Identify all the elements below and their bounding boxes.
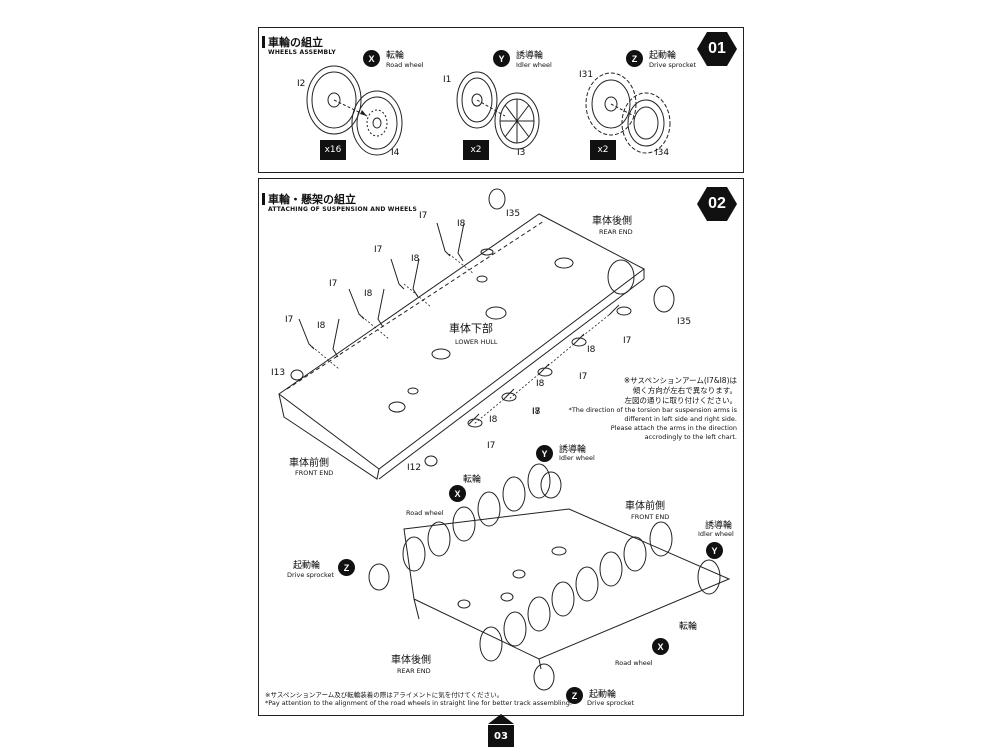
part-i1: I1 xyxy=(443,75,452,85)
road-top-label-en: Road wheel xyxy=(406,509,444,517)
part-i8-c: I8 xyxy=(364,289,373,299)
part-i31: I31 xyxy=(579,70,594,80)
suspension-assembly-drawing xyxy=(278,188,731,691)
part-i7-b: I7 xyxy=(374,245,383,255)
part-i8-b: I8 xyxy=(411,254,420,264)
part-i8-a: I8 xyxy=(457,219,466,229)
idler-wheel-label-jp: 誘導輪 xyxy=(516,51,544,61)
part-i7-e: I7 xyxy=(623,336,632,346)
part-i3: I3 xyxy=(517,148,526,158)
note-jp-3: 左図の通りに取り付けください。 xyxy=(624,396,738,405)
part-i13: I13 xyxy=(271,368,286,378)
badge-idler-wheel: Y xyxy=(493,50,510,67)
part-i12: I12 xyxy=(407,463,422,473)
part-i7-c: I7 xyxy=(329,279,338,289)
note-en-2: different in left side and right side. xyxy=(624,415,737,423)
road-bottom-label-en: Road wheel xyxy=(615,659,653,667)
note-jp-1: ※サスペンションアーム(I7&I8)は xyxy=(623,376,737,385)
badge-road-top: X xyxy=(449,485,466,502)
idler-right-label-en: Idler wheel xyxy=(698,530,734,538)
sprocket-left-label-en: Drive sprocket xyxy=(287,571,335,579)
part-i8-d: I8 xyxy=(317,321,326,331)
road-wheel-label-jp: 転輪 xyxy=(386,51,405,61)
note-en-4: accrodingly to the left chart. xyxy=(644,433,737,441)
idler-wheel-label-en: Idler wheel xyxy=(516,61,552,69)
badge-road-wheel: X xyxy=(363,50,380,67)
road-wheel-label-en: Road wheel xyxy=(386,61,424,69)
part-i35-right: I35 xyxy=(677,317,692,327)
road-top-label-jp: 転輪 xyxy=(463,475,482,485)
sprocket-left-label-jp: 起動輪 xyxy=(293,561,321,571)
step-01-number: 01 xyxy=(697,32,737,66)
part-i7-h: I7 xyxy=(487,441,496,451)
qty-idler-wheel: x2 xyxy=(463,140,489,160)
lower-front-label-en: FRONT END xyxy=(631,513,670,521)
wheels-assembly-drawing xyxy=(306,65,671,156)
lower-hull-label-jp: 車体下部 xyxy=(449,322,493,335)
part-i2: I2 xyxy=(297,79,306,89)
badge-idler-right: Y xyxy=(706,542,723,559)
page-number-tab xyxy=(488,714,514,724)
note-en-1: *The direction of the torsion bar suspen… xyxy=(568,406,737,414)
road-bottom-label-jp: 転輪 xyxy=(679,622,698,632)
step-02-title-jp: 車輪・懸架の組立 xyxy=(268,193,356,206)
footnote-en: *Pay attention to the alignment of the r… xyxy=(265,699,572,707)
part-i7-g: I7 xyxy=(532,407,541,417)
sprocket-bottom-label-jp: 起動輪 xyxy=(589,690,617,700)
part-i7-a: I7 xyxy=(419,211,428,221)
idler-top-label-en: Idler wheel xyxy=(559,454,595,462)
footnote-jp: ※サスペンションアーム及び転輪装着の際はアライメントに気を付けてください。 xyxy=(265,691,504,699)
suspension-note: ※サスペンションアーム(I7&I8)は 傾く方向が左右で異なります。 左図の通り… xyxy=(559,376,737,442)
upper-front-label-jp: 車体前側 xyxy=(289,458,329,469)
part-i8-h: I8 xyxy=(489,415,498,425)
upper-rear-label-en: REAR END xyxy=(599,228,633,236)
step-01-title-jp: 車輪の組立 xyxy=(268,36,323,49)
step-02-panel: 車輪・懸架の組立 ATTACHING OF SUSPENSION AND WHE… xyxy=(258,178,744,716)
part-i7-f: I7 xyxy=(579,372,588,382)
drive-sprocket-label-en: Drive sprocket xyxy=(649,61,697,69)
upper-rear-label-jp: 車体後側 xyxy=(592,216,632,227)
part-i8-e: I8 xyxy=(587,345,596,355)
lower-front-label-jp: 車体前側 xyxy=(625,501,665,512)
sprocket-bottom-label-en: Drive sprocket xyxy=(587,699,635,707)
badge-idler-top: Y xyxy=(536,445,553,462)
step-01-panel: 車輪の組立 WHEELS ASSEMBLY 01 xyxy=(258,27,744,173)
lower-rear-label-jp: 車体後側 xyxy=(391,655,431,666)
part-i8-f: I8 xyxy=(536,379,545,389)
page-number: 03 xyxy=(488,725,514,747)
idler-top-label-jp: 誘導輪 xyxy=(559,445,587,455)
badge-sprocket-bottom: Z xyxy=(566,687,583,704)
step-02-title-en: ATTACHING OF SUSPENSION AND WHEELS xyxy=(268,206,417,213)
step-01-title-en: WHEELS ASSEMBLY xyxy=(268,49,336,56)
part-i35-top: I35 xyxy=(506,209,521,219)
part-i34: I34 xyxy=(655,148,670,158)
part-i8-g: I8 xyxy=(532,407,541,417)
lower-hull-label-en: LOWER HULL xyxy=(455,338,498,346)
step-02-number: 02 xyxy=(697,187,737,221)
badge-drive-sprocket: Z xyxy=(626,50,643,67)
part-i4: I4 xyxy=(391,148,400,158)
drive-sprocket-label-jp: 起動輪 xyxy=(649,51,677,61)
qty-drive-sprocket: x2 xyxy=(590,140,616,160)
part-i7-d: I7 xyxy=(285,315,294,325)
qty-road-wheel: x16 xyxy=(320,140,346,160)
title-marker xyxy=(262,36,265,48)
note-jp-2: 傾く方向が左右で異なります。 xyxy=(632,386,737,395)
badge-sprocket-left: Z xyxy=(338,559,355,576)
lower-rear-label-en: REAR END xyxy=(397,667,431,675)
badge-road-bottom: X xyxy=(652,638,669,655)
note-en-3: Please attach the arms in the direction xyxy=(610,424,737,432)
upper-front-label-en: FRONT END xyxy=(295,469,334,477)
idler-right-label-jp: 誘導輪 xyxy=(705,521,733,531)
title-marker xyxy=(262,193,265,205)
